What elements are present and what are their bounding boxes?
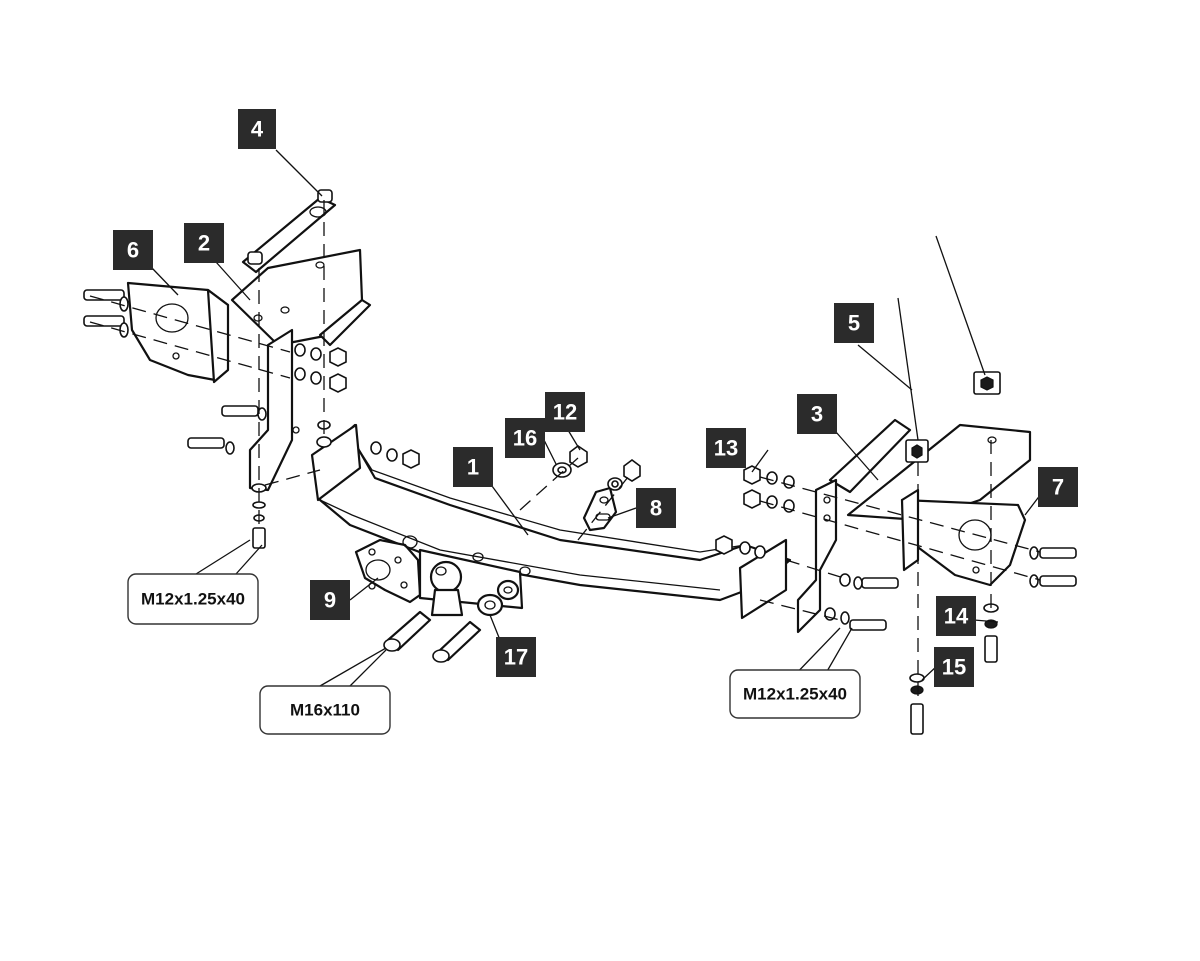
callout-15: 16 — [505, 418, 545, 458]
left-bolt-spec: M12x1.25x40 — [127, 573, 259, 625]
callout-1-label: 1 — [467, 455, 479, 480]
callout-13-label: 13 — [714, 436, 738, 461]
callout-9: 9 — [310, 580, 350, 620]
callout-7: 7 — [1038, 467, 1078, 507]
callout-3-label: 3 — [811, 402, 823, 427]
callout-3: 3 — [797, 394, 837, 434]
left-bolt-spec-text: M12x1.25x40 — [141, 590, 245, 609]
right-bolt-spec: M12x1.25x40 — [729, 669, 861, 719]
callout-15-label: 16 — [513, 426, 537, 451]
callout-13: 13 — [706, 428, 746, 468]
callout-16-label: 15 — [942, 655, 966, 680]
ball-bolt-spec: M16x110 — [259, 685, 391, 735]
tow-ball-assembly — [354, 535, 524, 663]
callout-14: 14 — [936, 596, 976, 636]
callout-4-label: 4 — [251, 117, 264, 142]
callout-2: 2 — [184, 223, 224, 263]
callout-8: 8 — [636, 488, 676, 528]
right-bracket-assembly — [715, 235, 1077, 735]
callout-8-label: 8 — [650, 496, 662, 521]
callout-14-label: 14 — [944, 604, 969, 629]
callout-16: 15 — [934, 647, 974, 687]
right-bolt-spec-text: M12x1.25x40 — [743, 685, 847, 704]
callout-17-label: 17 — [504, 645, 528, 670]
callout-12: 12 — [545, 392, 585, 432]
callout-9-label: 9 — [324, 588, 336, 613]
callout-4: 4 — [238, 109, 276, 149]
callout-5-label: 5 — [848, 311, 860, 336]
callout-7-label: 7 — [1052, 475, 1064, 500]
center-hardware — [519, 445, 641, 541]
callout-6: 6 — [113, 230, 153, 270]
callout-17: 17 — [496, 637, 536, 677]
callout-1: 1 — [453, 447, 493, 487]
callout-12-label: 12 — [553, 400, 577, 425]
callout-2-label: 2 — [198, 231, 210, 256]
callout-6-label: 6 — [127, 238, 139, 263]
ball-bolt-spec-text: M16x110 — [290, 701, 360, 720]
callout-5: 5 — [834, 303, 874, 343]
left-bracket-assembly — [83, 189, 420, 549]
